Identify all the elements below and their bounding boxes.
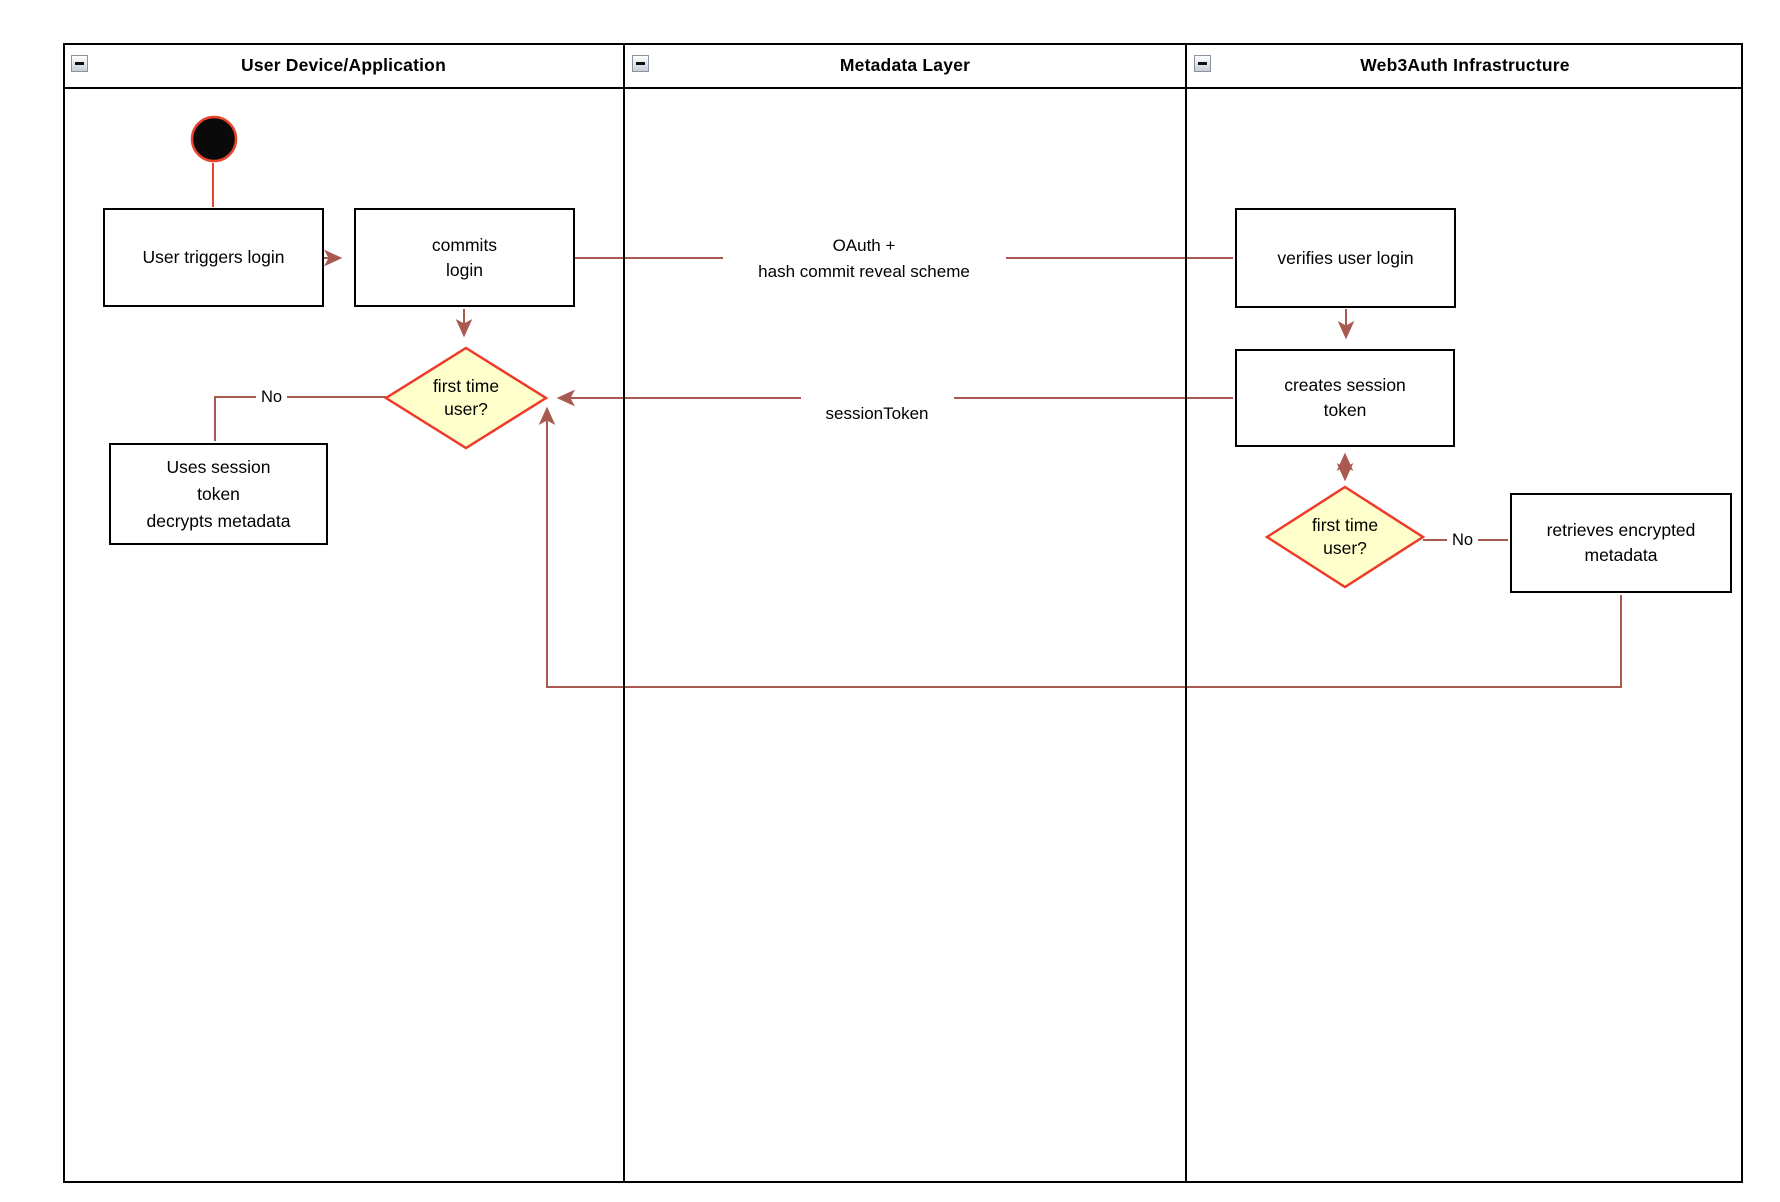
lane-title-web3auth: Web3Auth Infrastructure	[1360, 55, 1570, 75]
edge-label-no-web3auth: No	[1447, 530, 1478, 550]
collapse-lane-user-device-button[interactable]	[71, 55, 88, 72]
edge-label-sessiontoken: sessionToken	[825, 404, 929, 423]
lane-header-separator	[63, 87, 1743, 89]
collapse-lane-web3auth-button[interactable]	[1194, 55, 1211, 72]
edge-label-oauth: OAuth + hash commit reveal scheme	[758, 236, 970, 281]
lane-divider-1	[623, 43, 625, 1183]
edge-decision1-to-uses-session	[214, 396, 386, 441]
collapse-lane-metadata-button[interactable]	[632, 55, 649, 72]
decision-user-device-shape[interactable]	[383, 346, 549, 450]
lane-title-user-device: User Device/Application	[241, 55, 446, 75]
decision-user-device-label: first time user?	[432, 376, 500, 419]
node-commits-login[interactable]: commits login	[354, 208, 575, 307]
decision-web3auth-label: first time user?	[1311, 515, 1379, 558]
node-creates-session-token[interactable]: creates session token	[1235, 349, 1455, 447]
node-user-triggers-login[interactable]: User triggers login	[103, 208, 324, 307]
node-retrieves-encrypted-metadata[interactable]: retrieves encrypted metadata	[1510, 493, 1732, 593]
decision-web3auth-shape[interactable]	[1264, 485, 1426, 589]
node-verifies-user-login[interactable]: verifies user login	[1235, 208, 1456, 308]
lane-title-metadata-layer: Metadata Layer	[839, 55, 971, 75]
edge-retrieves-loop-to-decision1	[538, 406, 1622, 688]
edge-label-no-user-device: No	[256, 387, 287, 407]
initial-node[interactable]	[190, 115, 238, 163]
swimlane-frame	[63, 43, 1743, 1183]
lane-divider-2	[1185, 43, 1187, 1183]
node-uses-session-token[interactable]: Uses session token decrypts metadata	[109, 443, 328, 545]
